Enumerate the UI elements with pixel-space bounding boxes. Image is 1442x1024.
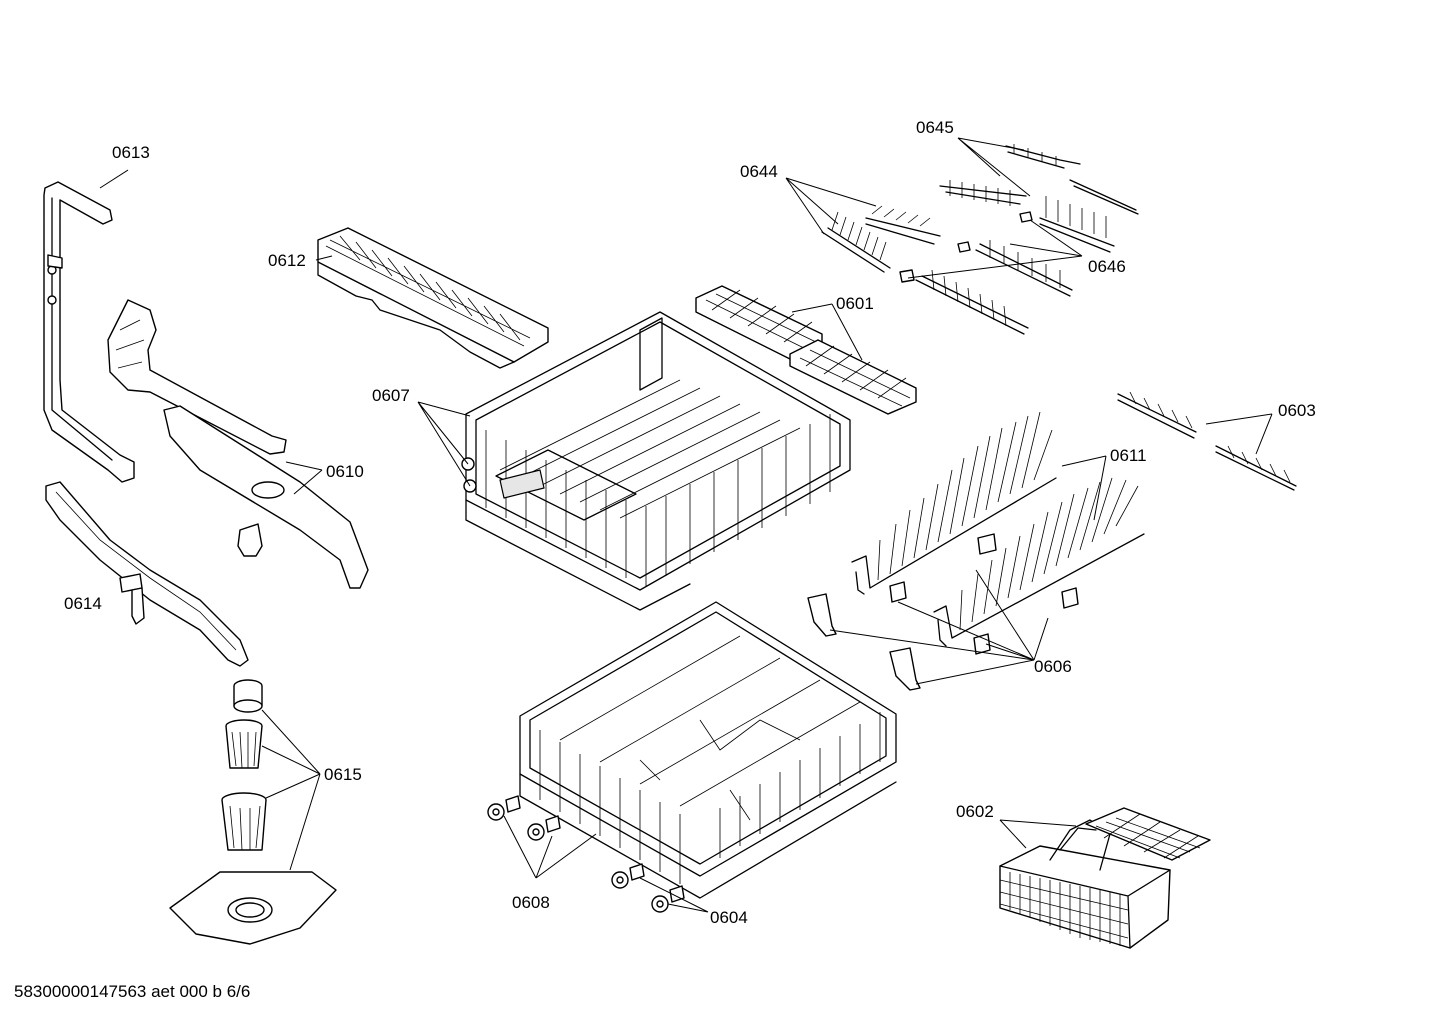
part-0615-filter-assembly xyxy=(169,679,337,945)
part-0608-wheels xyxy=(487,795,561,841)
part-0610-upper-spray-arm xyxy=(107,299,369,589)
label-0613: 0613 xyxy=(112,143,150,162)
part-0645-tine-rows xyxy=(939,144,1139,253)
part-lower-basket xyxy=(519,601,897,899)
label-0611: 0611 xyxy=(1110,446,1147,465)
part-0611-plate-racks xyxy=(851,411,1145,647)
label-0607: 0607 xyxy=(372,386,410,405)
part-0613-supply-pipe xyxy=(43,181,135,483)
label-0603: 0603 xyxy=(1278,401,1316,420)
label-0604: 0604 xyxy=(710,908,748,927)
label-0614: 0614 xyxy=(64,594,102,613)
part-0601-cup-grids xyxy=(695,285,917,415)
part-0614-lower-spray-arm xyxy=(45,481,249,667)
label-0601: 0601 xyxy=(836,294,874,313)
label-0606: 0606 xyxy=(1034,657,1072,676)
part-0603-tine-strips xyxy=(1117,391,1297,491)
part-0602-cutlery-basket xyxy=(999,807,1211,949)
label-0608: 0608 xyxy=(512,893,550,912)
label-0602: 0602 xyxy=(956,802,994,821)
label-0646: 0646 xyxy=(1088,257,1126,276)
part-0607-upper-basket xyxy=(461,311,851,611)
label-0612: 0612 xyxy=(268,251,306,270)
label-0615: 0615 xyxy=(324,765,362,784)
part-0606-clips xyxy=(807,533,1079,691)
leader-lines xyxy=(99,137,1273,913)
document-footer: 58300000147563 aet 000 b 6/6 xyxy=(14,982,251,1001)
part-0612-cutlery-tray xyxy=(317,227,549,369)
part-0644-tine-rows xyxy=(821,205,941,273)
part-0646-tine-rows xyxy=(899,211,1073,335)
label-0645: 0645 xyxy=(916,118,954,137)
label-0644: 0644 xyxy=(740,162,778,181)
label-0610: 0610 xyxy=(326,462,364,481)
